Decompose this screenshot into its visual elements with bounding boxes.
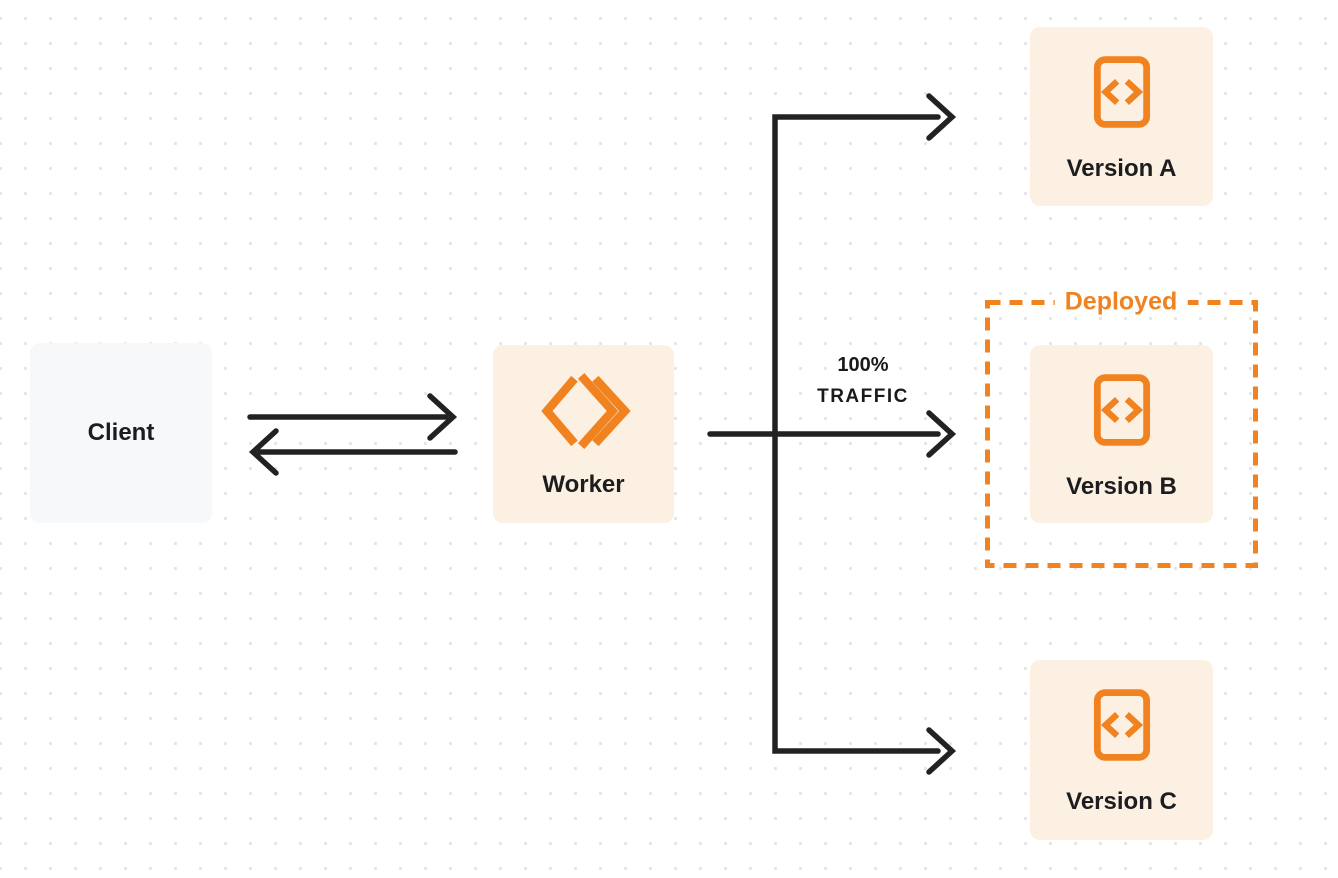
- code-file-icon: [1093, 374, 1150, 446]
- deployed-badge: Deployed: [1054, 287, 1188, 317]
- version-a-node: Version A: [1030, 27, 1213, 206]
- traffic-word: TRAFFIC: [817, 386, 909, 407]
- version-c-label: Version C: [1066, 788, 1177, 815]
- code-file-icon: [1093, 56, 1150, 128]
- version-a-label: Version A: [1066, 155, 1177, 182]
- worker-label: Worker: [542, 471, 625, 498]
- traffic-annotation: 100% TRAFFIC: [790, 349, 936, 413]
- traffic-percent: 100%: [837, 354, 889, 376]
- arrow-head-to-client-icon: [248, 428, 279, 476]
- client-node: Client: [30, 343, 212, 523]
- arrow-head-to-worker-icon: [427, 393, 458, 441]
- code-file-icon: [1093, 689, 1150, 761]
- worker-node: Worker: [493, 345, 674, 523]
- workers-logo-icon: [540, 373, 631, 449]
- arrow-head-version-b-icon: [926, 410, 957, 458]
- arrow-head-version-c-icon: [926, 727, 957, 775]
- arrow-head-version-a-icon: [926, 93, 957, 141]
- version-c-node: Version C: [1030, 660, 1213, 840]
- version-b-label: Version B: [1066, 473, 1177, 500]
- client-label: Client: [87, 419, 155, 446]
- version-b-node: Version B: [1030, 345, 1213, 523]
